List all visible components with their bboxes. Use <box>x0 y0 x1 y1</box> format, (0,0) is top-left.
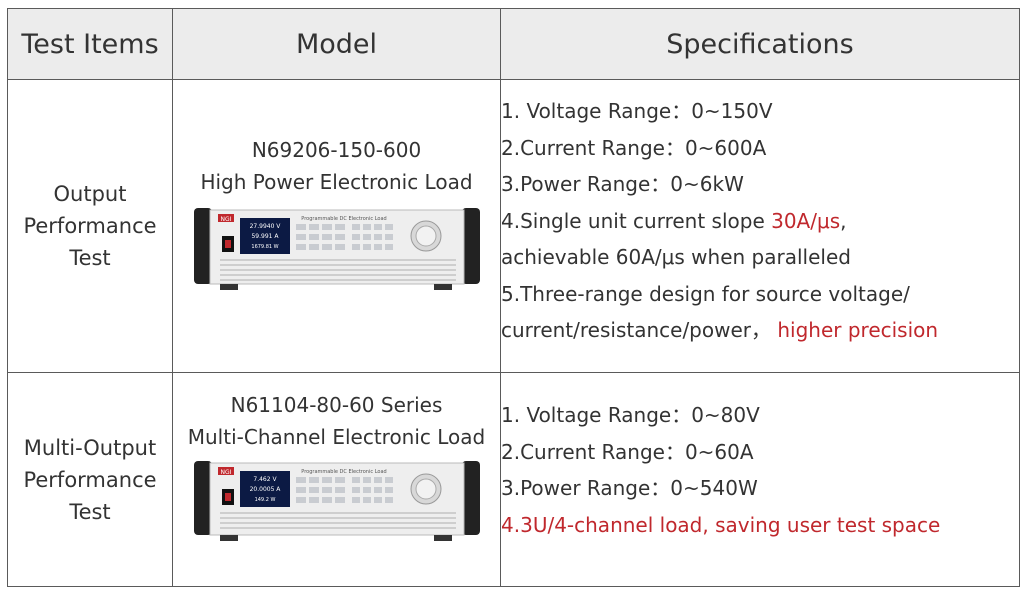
spec-line-voltage: 1. Voltage Range：0~80V <box>501 403 760 427</box>
device-screen-voltage: 7.462 V <box>253 476 277 483</box>
model-number: N69206-150-600 <box>251 138 422 162</box>
device-screen-current: 59.991 A <box>251 233 279 240</box>
device-screen-current: 20.0005 A <box>249 486 281 493</box>
test-item-line: Test <box>69 246 111 270</box>
spec-line-power: 3.Power Range：0~540W <box>501 476 758 500</box>
test-item-cell: Multi-Output Performance Test <box>7 372 173 587</box>
spec-line-voltage: 1. Voltage Range：0~150V <box>501 99 773 123</box>
model-description: Multi-Channel Electronic Load <box>187 425 486 449</box>
device-screen-voltage: 27.9940 V <box>249 223 281 230</box>
electronic-load-image: NGI Programmable DC Electronic Load 7.46… <box>193 461 480 541</box>
spec-line-power: 3.Power Range：0~6kW <box>501 172 744 196</box>
spec-text: current/resistance/power， <box>501 318 771 342</box>
spec-line-current: 2.Current Range：0~600A <box>501 135 767 160</box>
device-logo: NGI <box>220 469 231 476</box>
test-item-line: Performance <box>23 467 157 492</box>
device-screen-power: 149.2 W <box>254 497 275 503</box>
spec-table: Test Items Model Specifications Output P… <box>7 8 1020 587</box>
test-item-cell: Output Performance Test <box>7 79 173 373</box>
test-item-line: Test <box>69 499 111 524</box>
spec-highlight: 30A/μs <box>771 208 841 233</box>
model-cell: N61104-80-60 Series Multi-Channel Electr… <box>172 372 501 587</box>
model-description: High Power Electronic Load <box>200 170 473 194</box>
spec-text: 4. <box>501 512 521 537</box>
header-model: Model <box>172 8 501 80</box>
spec-highlight: 3U/4-channel load, saving user test spac… <box>520 512 941 537</box>
header-test-items: Test Items <box>7 8 173 80</box>
device-panel-title: Programmable DC Electronic Load <box>301 216 386 222</box>
test-item-line: Multi-Output <box>23 435 157 460</box>
test-item-line: Output <box>53 182 127 206</box>
spec-text: 4.Single unit current slope <box>501 208 772 233</box>
spec-text: , <box>840 208 847 233</box>
model-cell: N69206-150-600 High Power Electronic Loa… <box>172 79 501 373</box>
device-screen-power: 1679.81 W <box>251 244 278 250</box>
spec-line-channels: 4.3U/4-channel load, saving user test sp… <box>501 507 1019 544</box>
spec-highlight: higher precision <box>777 318 939 342</box>
device-logo: NGI <box>220 216 231 223</box>
spec-line-parallel: achievable 60A/μs when paralleled <box>501 245 851 269</box>
spec-line-precision: current/resistance/power， higher precisi… <box>501 312 1019 349</box>
spec-line-slope: 4.Single unit current slope 30A/μs, <box>501 203 1019 240</box>
test-item-line: Performance <box>23 214 157 238</box>
device-panel-title: Programmable DC Electronic Load <box>301 469 386 475</box>
spec-line-current: 2.Current Range：0~60A <box>501 439 754 464</box>
header-specifications: Specifications <box>500 8 1020 80</box>
spec-cell: 1. Voltage Range：0~150V 2.Current Range：… <box>500 79 1020 373</box>
model-number: N61104-80-60 Series <box>230 393 443 417</box>
spec-line-range: 5.Three-range design for source voltage/ <box>501 281 910 306</box>
spec-cell: 1. Voltage Range：0~80V 2.Current Range：0… <box>500 372 1020 587</box>
header-row: Test Items Model Specifications <box>7 8 1020 80</box>
table-row: Output Performance Test N69206-150-600 H… <box>7 79 1020 373</box>
table-row: Multi-Output Performance Test N61104-80-… <box>7 372 1020 587</box>
electronic-load-image: NGI Programmable DC Electronic Load 27.9… <box>193 208 480 290</box>
